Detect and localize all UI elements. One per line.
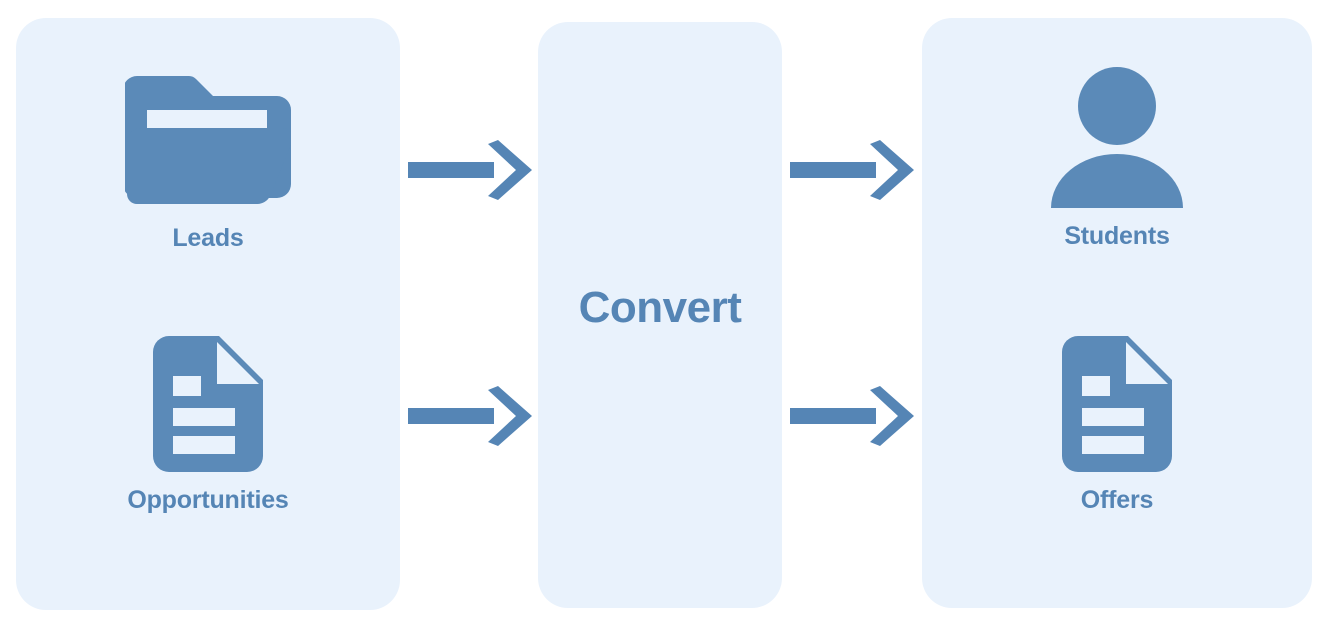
- arrow-leads-to-convert-icon: [408, 140, 532, 200]
- person-icon: [1051, 67, 1183, 208]
- node-label-opportunities: Opportunities: [127, 486, 289, 514]
- document-icon: [1062, 336, 1172, 472]
- document-icon: [153, 336, 263, 472]
- arrow-opportunities-to-convert-icon: [408, 386, 532, 446]
- node-label-leads: Leads: [172, 224, 244, 252]
- arrow-convert-to-offers-icon: [790, 386, 914, 446]
- arrow-convert-to-students-icon: [790, 140, 914, 200]
- process-label-convert: Convert: [578, 283, 742, 332]
- node-leads[interactable]: Leads: [16, 62, 400, 251]
- panel-convert: [538, 22, 782, 608]
- folder-icon: [125, 76, 291, 205]
- node-label-students: Students: [1064, 222, 1170, 250]
- node-students[interactable]: Students: [922, 62, 1312, 249]
- node-offers[interactable]: Offers: [922, 336, 1312, 513]
- node-label-offers: Offers: [1080, 486, 1154, 514]
- node-opportunities[interactable]: Opportunities: [16, 336, 400, 513]
